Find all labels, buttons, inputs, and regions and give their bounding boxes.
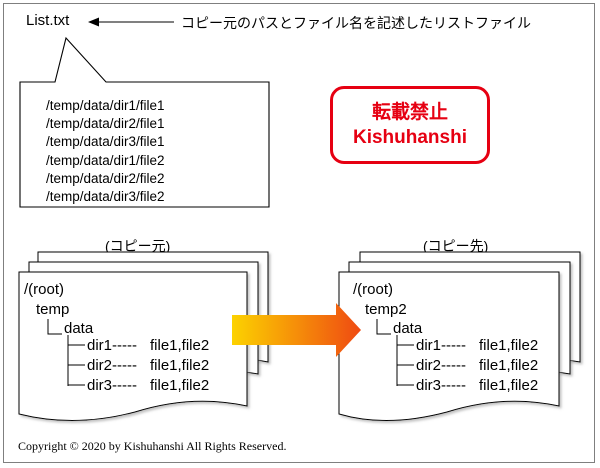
tree-dir-name: dir3----- xyxy=(416,377,466,394)
path-item: /temp/data/dir2/file1 xyxy=(46,116,165,132)
tree-dir-files: file1,file2 xyxy=(479,337,539,354)
list-file-description: コピー元のパスとファイル名を記述したリストファイル xyxy=(181,15,531,31)
tree-root: /(root) xyxy=(353,281,394,298)
source-caption: (コピー元) xyxy=(105,238,171,254)
tree-dir-name: dir1----- xyxy=(416,337,466,354)
path-item: /temp/data/dir1/file1 xyxy=(46,98,165,113)
path-item: /temp/data/dir2/file2 xyxy=(46,170,165,186)
tree-dir-name: dir2----- xyxy=(87,357,137,374)
list-file-name: List.txt xyxy=(26,12,70,29)
tree-dir-files: file1,file2 xyxy=(150,357,210,374)
tree-data-dir: data xyxy=(393,320,423,337)
copy-direction-arrow xyxy=(232,303,361,357)
tree-dir-files: file1,file2 xyxy=(479,377,539,394)
path-list: /temp/data/dir1/file1 /temp/data/dir2/fi… xyxy=(46,97,165,206)
tree-root: /(root) xyxy=(24,281,65,298)
source-document-stack xyxy=(18,251,269,422)
tree-data-dir: data xyxy=(64,320,94,337)
path-item: /temp/data/dir3/file2 xyxy=(46,189,165,205)
tree-top-dir: temp2 xyxy=(365,301,407,318)
source-tree-lines xyxy=(47,319,85,386)
tree-dir-name: dir2----- xyxy=(416,357,466,374)
stamp-line-2: Kishuhanshi xyxy=(352,127,467,148)
page-front xyxy=(18,271,248,422)
pointer-arrow xyxy=(88,17,174,27)
tree-dir-files: file1,file2 xyxy=(479,357,539,374)
page-front xyxy=(338,271,560,422)
tree-dir-name: dir3----- xyxy=(87,377,137,394)
path-item: /temp/data/dir3/file1 xyxy=(46,134,165,150)
copyright-notice: Copyright © 2020 by Kishuhanshi All Righ… xyxy=(18,439,287,453)
path-item: /temp/data/dir1/file2 xyxy=(46,152,165,168)
tree-top-dir: temp xyxy=(36,301,70,318)
callout-bubble xyxy=(19,36,270,208)
destination-tree-lines xyxy=(376,319,414,386)
tree-dir-files: file1,file2 xyxy=(150,377,210,394)
figure-frame xyxy=(3,3,595,463)
reprint-prohibited-stamp: 転載禁止 Kishuhanshi xyxy=(330,86,490,164)
destination-document-stack xyxy=(338,251,581,422)
tree-dir-files: file1,file2 xyxy=(150,337,210,354)
tree-dir-name: dir1----- xyxy=(87,337,137,354)
stamp-line-1: 転載禁止 xyxy=(371,102,448,123)
destination-caption: (コピー先) xyxy=(423,238,489,254)
